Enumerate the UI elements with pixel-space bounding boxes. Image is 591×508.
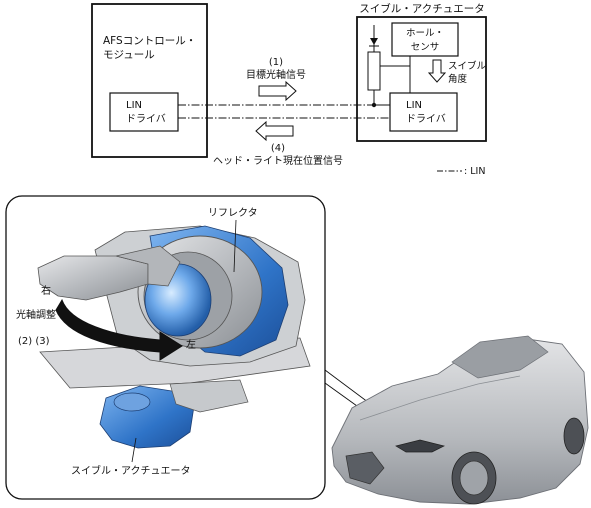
actuator-lin-driver: LIN ドライバ <box>389 92 458 132</box>
headlamp-unit <box>37 225 311 449</box>
arrow-right-icon <box>258 80 297 102</box>
actuator-lin-driver-label-line2: ドライバ <box>406 113 446 125</box>
left-label: 左 <box>186 338 196 351</box>
resistor <box>367 25 411 108</box>
signal-1-number: (1) <box>269 57 283 68</box>
afs-lin-driver-label-line1: LIN <box>126 100 142 111</box>
signal-4-label: ヘッド・ライト現在位置信号 <box>213 154 343 167</box>
legend-lin-label: : LIN <box>464 166 485 177</box>
actuator-leader <box>131 437 137 463</box>
car-illustration <box>331 335 589 505</box>
actuator-lin-driver-label-line1: LIN <box>406 100 422 111</box>
lin-bus <box>178 104 390 119</box>
reflector-leader <box>233 219 237 273</box>
hall-sensor-label-line1: ホール・ <box>406 28 444 39</box>
afs-lin-driver: LIN ドライバ <box>109 92 179 132</box>
afs-lin-driver-label-line2: ドライバ <box>126 113 166 125</box>
arrow-left-icon <box>255 120 294 142</box>
swivel-angle-label-line2: 角度 <box>448 73 468 85</box>
swivel-angle-label-line1: スイブル <box>448 60 487 72</box>
right-label: 右 <box>41 284 51 297</box>
legend: : LIN <box>437 166 485 177</box>
power-arrow-icon <box>370 38 378 45</box>
swivel-angle-arrow-icon <box>427 59 447 83</box>
signal-1-label: 目標光軸信号 <box>246 68 306 81</box>
signal-4-number: (4) <box>271 143 285 154</box>
signal-target-axis: (1) 目標光軸信号 <box>246 57 306 102</box>
actuator-label: スイブル・アクチュエータ <box>71 464 191 477</box>
hall-sensor-label-line2: センサ <box>411 42 440 53</box>
adjustment-label: 光軸調整 <box>16 308 56 321</box>
signal-headlight-position: (4) ヘッド・ライト現在位置信号 <box>213 120 343 167</box>
steps-label: (2) (3) <box>18 336 50 347</box>
afs-module-label-line2: モジュール <box>103 49 155 61</box>
hall-sensor: ホール・ センサ <box>391 22 459 57</box>
swivel-actuator-title: スイブル・アクチュエータ <box>359 2 484 15</box>
reflector-label: リフレクタ <box>208 207 258 219</box>
afs-module-label-line1: AFSコントロール・ <box>103 35 196 47</box>
swivel-direction-arrow-icon <box>55 298 183 361</box>
afs-control-module: AFSコントロール・ モジュール <box>91 3 208 158</box>
swivel-actuator-block: スイブル・アクチュエータ ホール・ センサ スイブル 角度 LIN ドライバ <box>356 2 487 142</box>
